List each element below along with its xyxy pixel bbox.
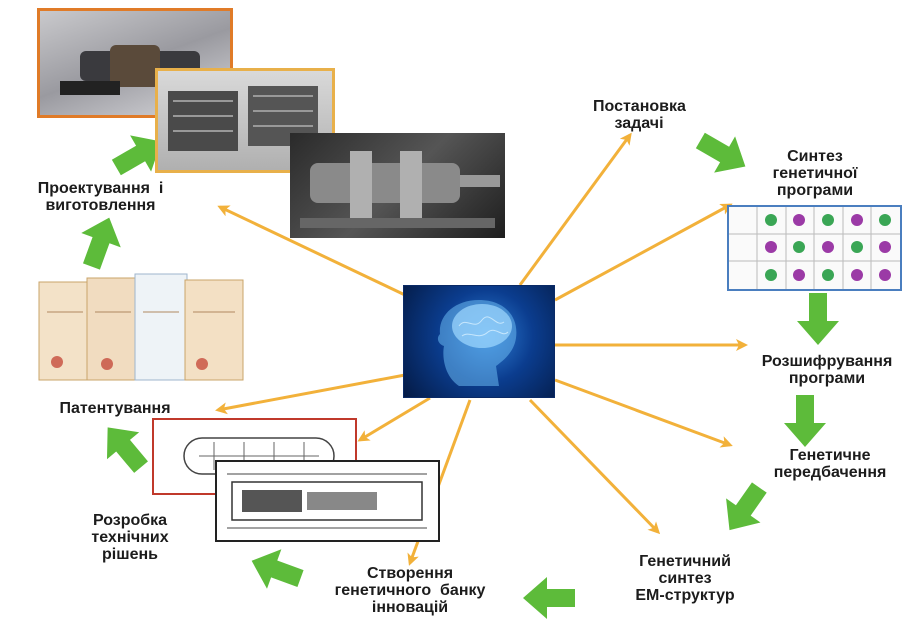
node-design-manufacture: Проектування і виготовлення (37, 180, 164, 214)
node-em-synthesis: Генетичний синтез ЕМ-структур (635, 553, 735, 604)
center-brain-image (403, 285, 555, 398)
patent-certificates (37, 272, 247, 384)
arrow-to-task-setting (518, 132, 632, 286)
green-arrow-1 (695, 132, 746, 173)
arrow-to-design (217, 205, 406, 297)
green-arrow-3 (784, 395, 826, 447)
green-arrow-7 (106, 427, 148, 473)
node-innovation-bank: Створення генетичного банку інновацій (334, 565, 486, 616)
green-arrow-5 (523, 577, 575, 619)
arrow-to-tech-drawing (357, 396, 431, 442)
green-arrow-8 (81, 217, 121, 270)
green-arrow-9 (111, 135, 162, 176)
node-task-setting: Постановка задачі (593, 98, 686, 132)
arrow-to-patenting (215, 373, 406, 415)
node-patenting: Патентування (59, 400, 171, 417)
node-tech-solutions: Розробка технічних рішень (91, 512, 169, 563)
green-arrow-2 (797, 293, 839, 345)
node-program-synthesis: Синтез генетичної програми (772, 148, 858, 199)
arrow-to-em-synthesis (528, 398, 661, 535)
arrow-to-genetic-prediction (554, 378, 733, 448)
arrow-to-program-synthesis (554, 203, 733, 302)
node-genetic-prediction: Генетичне передбачення (773, 447, 887, 481)
photo-motor-prototype (37, 8, 233, 118)
genetic-program-table (727, 205, 902, 291)
photo-test-bench (290, 133, 505, 238)
brain-head-icon (437, 300, 517, 386)
green-arrow-4 (726, 482, 767, 531)
technical-drawing-2 (215, 460, 440, 542)
green-arrow-6 (251, 549, 304, 589)
node-decoding: Розшифрування програми (761, 353, 893, 387)
